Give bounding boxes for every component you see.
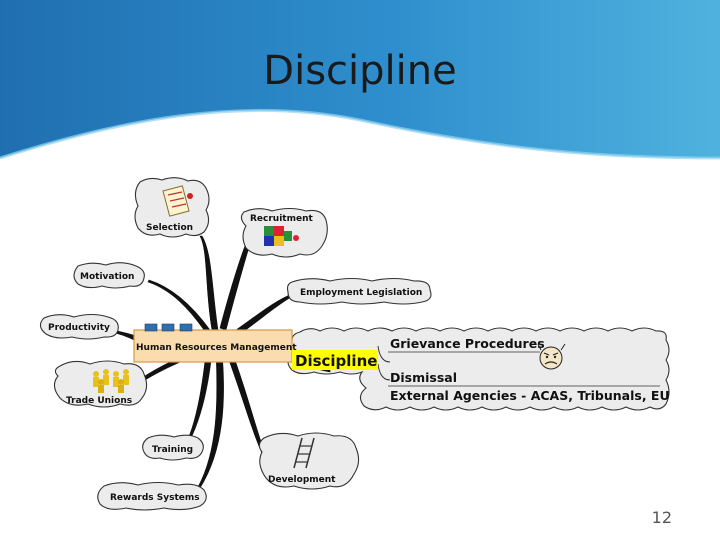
page-number: 12 <box>651 508 672 527</box>
training-cloud <box>142 434 204 461</box>
ladder-icon <box>293 437 315 469</box>
trade-unions-label: Trade Unions <box>66 396 132 406</box>
employment-legislation-label: Employment Legislation <box>300 288 422 298</box>
development-label: Development <box>268 475 336 485</box>
recruitment-label: Recruitment <box>250 214 313 224</box>
center-node-label: Human Resources Management <box>136 343 297 353</box>
center-node-connector <box>179 323 193 332</box>
motivation-cloud <box>73 262 145 289</box>
center-node-box <box>133 329 293 363</box>
training-label: Training <box>152 445 193 455</box>
dismissal-label: Dismissal <box>390 370 457 385</box>
header-wave-band <box>0 0 720 160</box>
discipline-cloud <box>287 327 670 411</box>
development-cloud <box>258 432 360 490</box>
external-agencies-label: External Agencies - ACAS, Tribunals, EU <box>390 388 670 403</box>
center-node-connector <box>161 323 175 332</box>
motivation-label: Motivation <box>80 272 134 282</box>
rewards-systems-label: Rewards Systems <box>110 493 200 503</box>
employment-legislation-cloud <box>286 277 432 305</box>
scroll-document-icon <box>162 185 193 217</box>
productivity-label: Productivity <box>48 323 110 333</box>
slide-title: Discipline <box>263 48 457 94</box>
discipline-node-label: Discipline <box>295 352 377 370</box>
rewards-systems-cloud <box>97 481 207 511</box>
productivity-cloud <box>39 313 119 340</box>
center-node-connector <box>144 323 158 332</box>
angry-face-icon <box>537 343 566 370</box>
discipline-highlight <box>292 350 378 370</box>
puzzle-pieces-icon <box>264 226 299 246</box>
selection-label: Selection <box>146 223 193 233</box>
grievance-procedures-label: Grievance Procedures <box>390 336 545 351</box>
workers-group-icon <box>93 369 129 393</box>
